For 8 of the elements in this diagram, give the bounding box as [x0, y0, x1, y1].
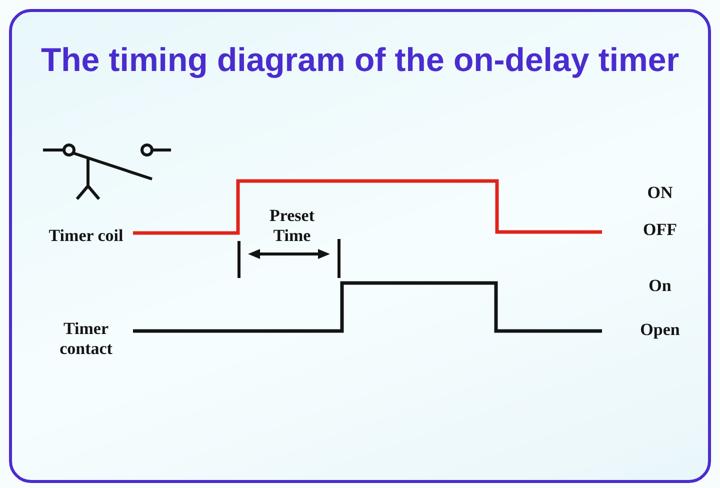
signal-label: Timer contact — [58, 319, 114, 359]
state-label: ON — [647, 183, 673, 203]
title: The timing diagram of the on-delay timer — [40, 40, 680, 80]
signal-label: Timer coil — [48, 226, 124, 246]
state-label: On — [648, 276, 672, 296]
state-label: OFF — [643, 220, 677, 240]
state-label: Open — [640, 320, 680, 340]
dimension-label: Preset Time — [268, 206, 316, 246]
